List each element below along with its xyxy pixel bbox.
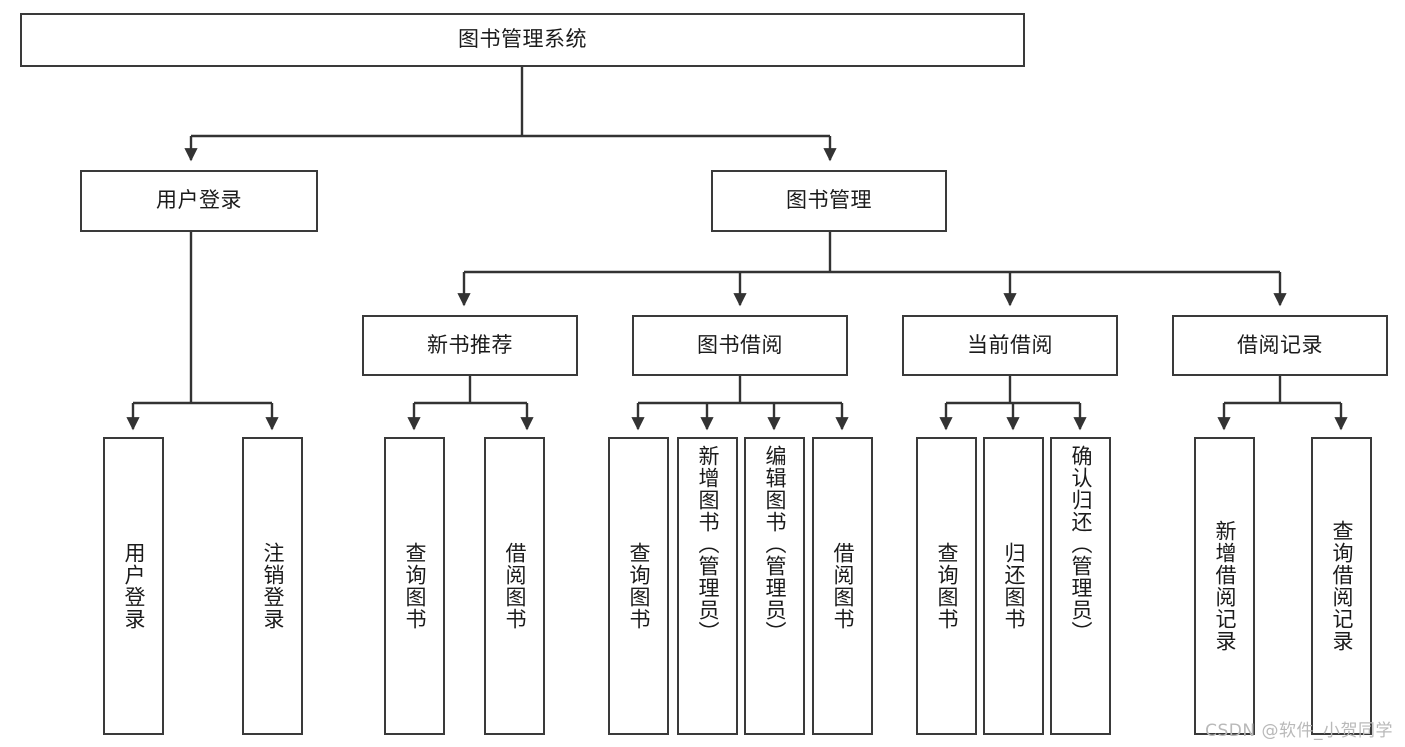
root-node-book-management-system[interactable]: 图书管理系统: [20, 13, 1025, 67]
node-user-login[interactable]: 用户登录: [80, 170, 318, 232]
leaf-query-book-borrow-label: 查询图书: [626, 542, 651, 630]
leaf-edit-book-admin-inner: 编辑图书（管理员）: [746, 439, 803, 739]
leaf-query-borrow-record-label: 查询借阅记录: [1329, 520, 1354, 652]
leaf-confirm-return-admin-inner: 确认归还（管理员）: [1052, 439, 1109, 739]
leaf-edit-book-admin-label: 编辑图书（管理员）: [762, 445, 787, 643]
node-book-borrow-label: 图书借阅: [697, 332, 783, 357]
node-current-borrow[interactable]: 当前借阅: [902, 315, 1118, 376]
csdn-watermark: CSDN @软件_小贺同学: [1205, 721, 1393, 741]
leaf-borrow-book-inner: 借阅图书: [814, 439, 871, 733]
leaf-borrow-book[interactable]: 借阅图书: [812, 437, 873, 735]
leaf-user-login-inner: 用户登录: [105, 439, 162, 733]
node-current-borrow-label: 当前借阅: [967, 332, 1053, 357]
leaf-user-login[interactable]: 用户登录: [103, 437, 164, 735]
leaf-edit-book-admin[interactable]: 编辑图书（管理员）: [744, 437, 805, 735]
node-borrow-record[interactable]: 借阅记录: [1172, 315, 1388, 376]
leaf-return-book-inner: 归还图书: [985, 439, 1042, 733]
leaf-confirm-return-admin-label: 确认归还（管理员）: [1068, 445, 1093, 643]
leaf-borrow-book-rec[interactable]: 借阅图书: [484, 437, 545, 735]
leaf-return-book[interactable]: 归还图书: [983, 437, 1044, 735]
leaf-borrow-book-rec-label: 借阅图书: [502, 542, 527, 630]
leaf-query-book-rec-label: 查询图书: [402, 542, 427, 630]
leaf-user-login-label: 用户登录: [121, 542, 146, 630]
leaf-query-borrow-record[interactable]: 查询借阅记录: [1311, 437, 1372, 735]
leaf-add-book-admin-inner: 新增图书（管理员）: [679, 439, 736, 739]
leaf-logout[interactable]: 注销登录: [242, 437, 303, 735]
leaf-add-book-admin[interactable]: 新增图书（管理员）: [677, 437, 738, 735]
leaf-query-book-current-label: 查询图书: [934, 542, 959, 630]
node-user-login-label: 用户登录: [156, 188, 242, 213]
leaf-add-book-admin-label: 新增图书（管理员）: [695, 445, 720, 643]
leaf-confirm-return-admin[interactable]: 确认归还（管理员）: [1050, 437, 1111, 735]
leaf-query-book-current-inner: 查询图书: [918, 439, 975, 733]
leaf-query-book-rec-inner: 查询图书: [386, 439, 443, 733]
node-new-book-recommendation[interactable]: 新书推荐: [362, 315, 578, 376]
node-book-management-label: 图书管理: [786, 188, 872, 213]
leaf-add-borrow-record[interactable]: 新增借阅记录: [1194, 437, 1255, 735]
leaf-query-book-borrow[interactable]: 查询图书: [608, 437, 669, 735]
leaf-query-book-borrow-inner: 查询图书: [610, 439, 667, 733]
leaf-add-borrow-record-inner: 新增借阅记录: [1196, 439, 1253, 733]
node-borrow-record-label: 借阅记录: [1237, 332, 1323, 357]
leaf-query-borrow-record-inner: 查询借阅记录: [1313, 439, 1370, 733]
root-node-label: 图书管理系统: [458, 27, 587, 52]
node-new-book-recommendation-label: 新书推荐: [427, 332, 513, 357]
leaf-return-book-label: 归还图书: [1001, 542, 1026, 630]
leaf-borrow-book-rec-inner: 借阅图书: [486, 439, 543, 733]
leaf-query-book-current[interactable]: 查询图书: [916, 437, 977, 735]
node-book-borrow[interactable]: 图书借阅: [632, 315, 848, 376]
leaf-add-borrow-record-label: 新增借阅记录: [1212, 520, 1237, 652]
leaf-logout-inner: 注销登录: [244, 439, 301, 733]
leaf-query-book-rec[interactable]: 查询图书: [384, 437, 445, 735]
node-book-management[interactable]: 图书管理: [711, 170, 947, 232]
leaf-logout-label: 注销登录: [260, 542, 285, 630]
leaf-borrow-book-label: 借阅图书: [830, 542, 855, 630]
